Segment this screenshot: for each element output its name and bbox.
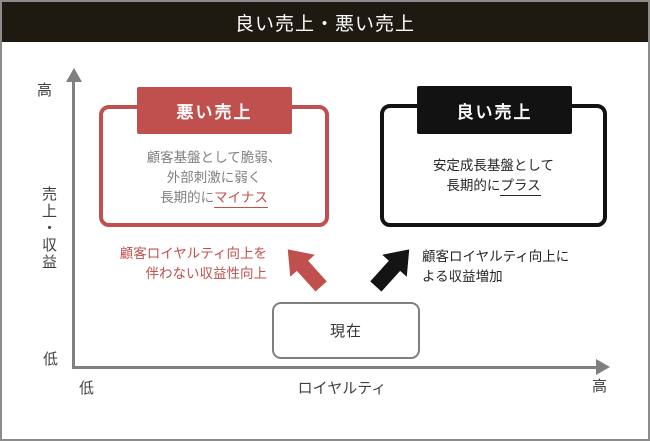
bad-sales-line1: 顧客基盤として脆弱、 [146, 150, 282, 166]
bad-path-annotation: 顧客ロイヤルティ向上を 伴わない収益性向上 [82, 244, 267, 284]
bad-sales-box-title: 悪い売上 [137, 87, 292, 134]
bad-path-line2: 伴わない収益性向上 [145, 266, 268, 282]
bad-sales-line2: 外部刺激に弱く [166, 170, 262, 186]
y-axis-arrowhead-icon [66, 68, 82, 82]
good-sales-highlight: プラス [500, 178, 541, 196]
x-axis-line [72, 366, 598, 369]
bad-sales-line3-prefix: 長期的に [160, 190, 215, 206]
x-axis-title: ロイヤルティ [297, 379, 387, 397]
bad-sales-box-body: 顧客基盤として脆弱、 外部刺激に弱く 長期的にマイナス [99, 148, 329, 208]
x-axis-low-label: 低 [79, 379, 95, 397]
y-axis-high-label: 高 [37, 81, 53, 99]
good-sales-line1: 安定成長基盤として [432, 158, 555, 174]
x-axis-high-label: 高 [592, 377, 608, 395]
bad-path-line1: 顧客ロイヤルティ向上を [119, 246, 267, 262]
page-title: 良い売上・悪い売上 [234, 12, 415, 35]
good-path-line1: 顧客ロイヤルティ向上に [422, 249, 570, 265]
current-state-label: 現在 [329, 322, 362, 340]
up-right-arrow-icon [364, 238, 422, 297]
good-sales-box-title: 良い売上 [417, 86, 572, 134]
good-sales-title-label: 良い売上 [456, 102, 533, 123]
good-sales-line2-prefix: 長期的に [446, 178, 501, 194]
up-left-arrow-icon [276, 238, 334, 297]
current-state-box: 現在 [272, 302, 420, 359]
title-bar: 良い売上・悪い売上 [2, 2, 648, 42]
good-sales-box-body: 安定成長基盤として 長期的にプラス [380, 156, 607, 196]
y-axis-low-label: 低 [43, 350, 59, 368]
x-axis-arrowhead-icon [596, 359, 610, 375]
y-axis-line [72, 80, 75, 369]
bad-sales-title-label: 悪い売上 [176, 103, 253, 123]
y-axis-title: 売上・収益 [40, 186, 58, 271]
bad-sales-highlight: マイナス [214, 190, 268, 208]
good-path-annotation: 顧客ロイヤルティ向上に よる収益増加 [422, 247, 612, 287]
good-path-line2: よる収益増加 [422, 269, 503, 285]
